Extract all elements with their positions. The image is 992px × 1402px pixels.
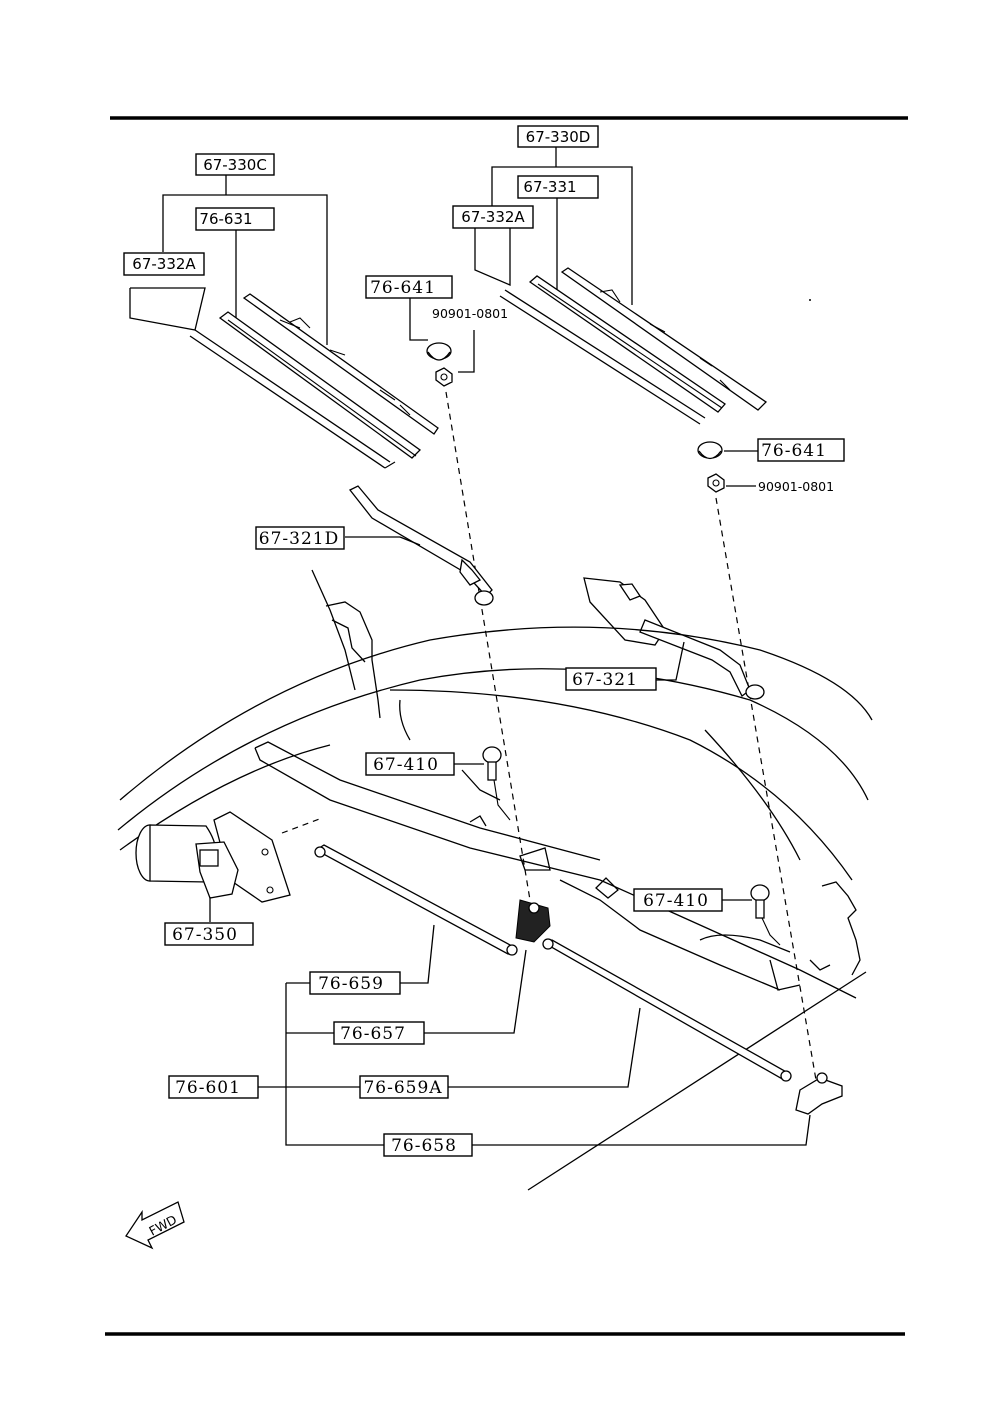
callout-76-631: 76-631 <box>195 207 275 231</box>
callout-67-330D-text: 67-330D <box>526 128 591 146</box>
callout-76-658: 76-658 <box>383 1133 473 1157</box>
callout-67-410-right-text: 67-410 <box>643 891 709 911</box>
callout-67-332A-right: 67-332A <box>452 205 534 229</box>
right-blade-group <box>474 147 768 425</box>
callout-67-332A-right-text: 67-332A <box>461 208 525 226</box>
nut-right-label: 90901-0801 <box>758 479 834 494</box>
callout-76-631-text: 76-631 <box>199 210 252 228</box>
bolt-right-part <box>722 884 781 946</box>
motor-part <box>135 811 291 922</box>
bolt-left-part <box>454 746 511 821</box>
callout-67-410-right: 67-410 <box>633 888 723 912</box>
callout-76-641-left-text: 76-641 <box>370 278 436 298</box>
callout-67-332A-left: 67-332A <box>123 252 205 276</box>
cap-right-part <box>697 441 758 493</box>
callout-67-331: 67-331 <box>517 175 599 199</box>
callout-76-659-text: 76-659 <box>318 974 384 994</box>
callout-76-657: 76-657 <box>333 1021 425 1045</box>
callout-67-350-text: 67-350 <box>172 925 238 945</box>
callout-67-331-text: 67-331 <box>523 178 576 196</box>
callout-67-321: 67-321 <box>565 667 657 691</box>
callout-76-641-right: 76-641 <box>757 438 845 462</box>
callout-67-330D: 67-330D <box>517 125 599 148</box>
callout-67-321D-text: 67-321D <box>259 529 339 549</box>
callout-76-659A: 76-659A <box>359 1075 449 1099</box>
callout-67-330C: 67-330C <box>195 153 275 176</box>
nut-left-label: 90901-0801 <box>432 306 508 321</box>
callout-76-659A-text: 76-659A <box>363 1078 442 1098</box>
callout-67-330C-text: 67-330C <box>203 156 267 174</box>
assembly-line-right <box>715 497 817 1081</box>
callout-76-641-right-text: 76-641 <box>761 441 827 461</box>
callout-76-641-left: 76-641 <box>365 275 453 299</box>
callout-67-321-text: 67-321 <box>572 670 638 690</box>
callout-76-657-text: 76-657 <box>340 1024 406 1044</box>
callout-67-350: 67-350 <box>164 922 254 946</box>
link-rod-a-part <box>314 844 518 984</box>
arm-left-part <box>345 485 494 606</box>
callout-76-658-text: 76-658 <box>391 1136 457 1156</box>
callout-76-601: 76-601 <box>168 1075 259 1099</box>
assembly-line-left <box>445 391 531 901</box>
fwd-arrow-icon: FWD <box>125 1201 185 1250</box>
left-blade-group <box>129 175 439 469</box>
callout-67-332A-left-text: 67-332A <box>132 255 196 273</box>
cap-left-part <box>409 298 475 387</box>
pivot-right-part <box>472 1072 843 1146</box>
callout-67-410-left-text: 67-410 <box>373 755 439 775</box>
speck <box>809 299 811 301</box>
callout-76-601-text: 76-601 <box>175 1078 241 1098</box>
link-rod-b-part <box>448 938 792 1088</box>
callout-76-659: 76-659 <box>309 971 401 995</box>
callout-67-321D: 67-321D <box>255 526 345 550</box>
callout-67-410-left: 67-410 <box>365 752 455 776</box>
arm-right-part <box>583 577 765 700</box>
pivot-left-part <box>424 899 551 1034</box>
